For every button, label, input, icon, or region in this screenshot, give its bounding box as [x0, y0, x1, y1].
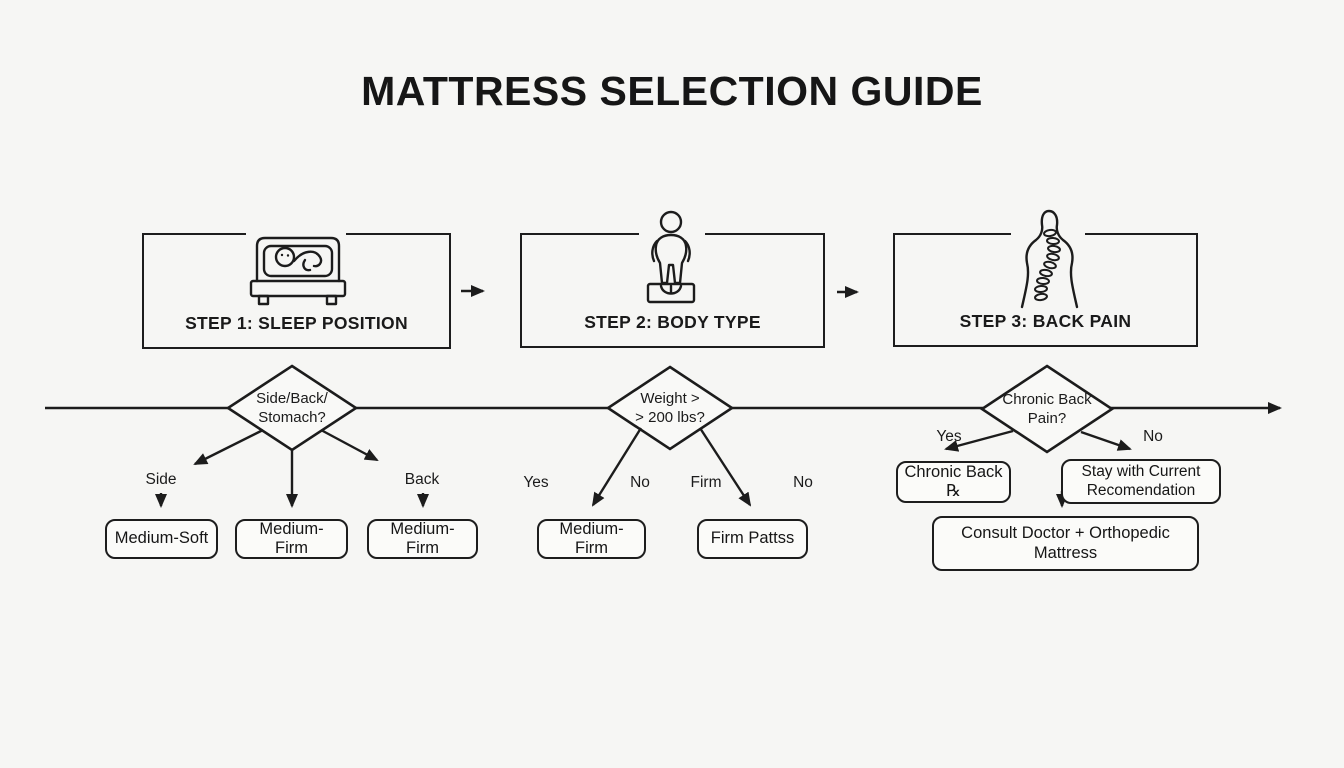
outcome-medium-firm-3: Medium-Firm [537, 519, 646, 559]
outcome-medium-soft: Medium-Soft [105, 519, 218, 559]
outcome-medium-firm-1: Medium-Firm [235, 519, 348, 559]
step2-label: STEP 2: BODY TYPE [584, 312, 761, 332]
question-line: Weight > [640, 390, 700, 407]
branch-label-firm: Firm [690, 474, 722, 491]
question-line: Chronic Back [1002, 391, 1092, 408]
outcome-firm-mattress: Firm Pattss [697, 519, 808, 559]
outcome-chronic-back: Chronic Back ℞ [896, 461, 1011, 503]
outcome-medium-firm-2: Medium-Firm [367, 519, 478, 559]
person-on-scale-icon [646, 210, 696, 304]
step3-label: STEP 3: BACK PAIN [959, 311, 1132, 331]
branch-label-yes-pain: Yes [936, 428, 962, 445]
decision-diamond-back-pain [979, 364, 1115, 454]
question-weight: Weight > > 200 lbs? [635, 389, 705, 427]
branch-label-back: Back [404, 471, 440, 488]
branch-label-no-pain: No [1143, 428, 1163, 445]
branch-label-no-weight: No [630, 474, 650, 491]
page-title: MATTRESS SELECTION GUIDE [361, 68, 983, 114]
question-line: Side/Back/ [256, 390, 328, 407]
question-line: Pain? [1027, 410, 1067, 428]
question-back-pain: Chronic Back Pain? [1002, 390, 1091, 428]
question-line: > 200 lbs? [635, 409, 705, 427]
question-line: Stomach? [258, 409, 326, 427]
branch-label-no-weight-2: No [793, 474, 813, 491]
step2-branch-arrows [591, 427, 752, 507]
spine-icon [1020, 209, 1079, 309]
question-sleep-position: Side/Back/ Stomach? [256, 389, 328, 427]
outcome-consult-doctor: Consult Doctor + Orthopedic Mattress [932, 516, 1199, 571]
step1-branch-arrows [155, 428, 429, 508]
branch-label-side: Side [145, 471, 177, 488]
step1-label: STEP 1: SLEEP POSITION [185, 313, 408, 333]
branch-label-yes-weight: Yes [523, 474, 549, 491]
bed-sleeper-icon [249, 236, 347, 306]
outcome-stay-current: Stay with Current Recomendation [1061, 459, 1221, 504]
